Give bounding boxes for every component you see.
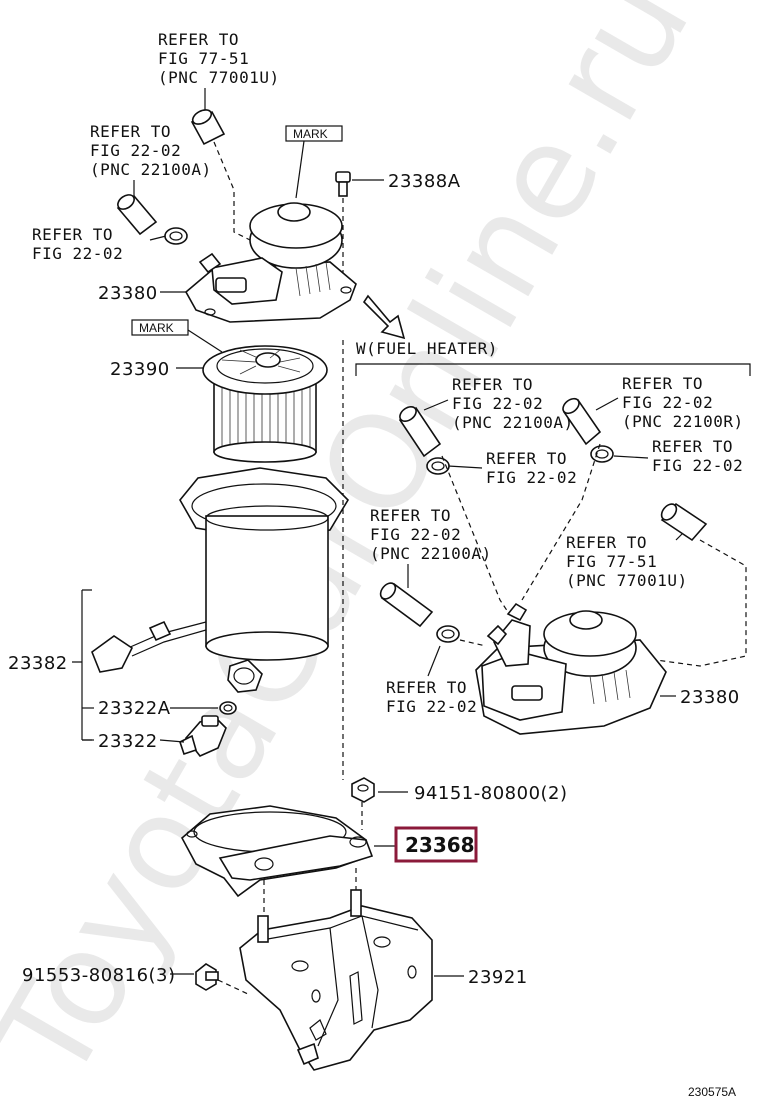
filter-head-23380-fuel-heater xyxy=(475,602,667,735)
leader-line xyxy=(187,329,223,353)
part-number-23368: 23368 xyxy=(405,833,475,857)
part-number-94151-80800[interactable]: 94151-80800(2) xyxy=(414,783,568,804)
svg-text:MARK: MARK xyxy=(139,321,174,335)
refer-note-1[interactable]: REFER TO FIG 77-51 (PNC 77001U) xyxy=(158,30,280,87)
part-number-23368-highlight[interactable]: 23368 xyxy=(394,826,478,863)
refer-note-5[interactable]: REFER TO FIG 22-02 (PNC 22100R) xyxy=(622,374,744,431)
refer-line: FIG 77-51 xyxy=(566,552,657,571)
refer-line: FIG 77-51 xyxy=(158,49,249,68)
part-number-23322A[interactable]: 23322A xyxy=(98,698,171,719)
refer-note-10[interactable]: REFER TO FIG 22-02 xyxy=(386,678,477,716)
mark-label-2: MARK xyxy=(131,319,189,336)
refer-line: FIG 22-02 xyxy=(652,456,743,475)
bracket-23368 xyxy=(180,805,374,898)
refer-line: (PNC 77001U) xyxy=(566,571,688,590)
refer-line: REFER TO xyxy=(452,375,533,394)
refer-line: (PNC 22100A) xyxy=(452,413,574,432)
filter-element-23390 xyxy=(202,345,328,463)
part-number-23380-fuel-heater[interactable]: 23380 xyxy=(680,687,740,708)
dashed-guide xyxy=(655,539,747,667)
refer-line: FIG 22-02 xyxy=(90,141,181,160)
refer-line: REFER TO xyxy=(486,449,567,468)
arrow-icon xyxy=(362,294,406,340)
refer-line: REFER TO xyxy=(566,533,647,552)
dashed-guide xyxy=(217,979,249,995)
part-number-23388A[interactable]: 23388A xyxy=(388,171,461,192)
refer-line: REFER TO xyxy=(90,122,171,141)
svg-text:MARK: MARK xyxy=(293,127,328,141)
refer-line: (PNC 77001U) xyxy=(158,68,280,87)
leader-line xyxy=(149,235,167,241)
part-number-23382[interactable]: 23382 xyxy=(8,653,68,674)
hose-segment xyxy=(398,406,442,458)
refer-line: FIG 22-02 xyxy=(486,468,577,487)
refer-note-8[interactable]: REFER TO FIG 22-02 (PNC 22100A) xyxy=(370,506,492,563)
nut-icon xyxy=(351,777,375,803)
hose-clamp-icon xyxy=(164,227,188,245)
bracket-line xyxy=(72,589,92,741)
mounting-bracket-23921 xyxy=(239,889,433,1071)
refer-note-4[interactable]: REFER TO FIG 22-02 (PNC 22100A) xyxy=(452,375,574,432)
leader-line xyxy=(613,455,649,459)
hose-clamp-icon xyxy=(436,625,460,643)
refer-line: (PNC 22100A) xyxy=(370,544,492,563)
refer-line: FIG 22-02 xyxy=(370,525,461,544)
hose-segment xyxy=(116,194,158,236)
leader-line xyxy=(159,739,185,743)
refer-line: FIG 22-02 xyxy=(622,393,713,412)
refer-line: FIG 22-02 xyxy=(32,244,123,263)
refer-note-7[interactable]: REFER TO FIG 22-02 xyxy=(652,437,743,475)
leader-line xyxy=(427,645,441,677)
o-ring-icon xyxy=(219,701,237,715)
hose-segment xyxy=(660,502,708,542)
refer-line: REFER TO xyxy=(158,30,239,49)
leader-line xyxy=(423,399,449,411)
hose-segment xyxy=(190,109,226,146)
part-number-91553-80816[interactable]: 91553-80816(3) xyxy=(22,965,176,986)
filter-head-23380 xyxy=(184,202,357,323)
bolt-icon xyxy=(195,963,219,991)
refer-line: (PNC 22100A) xyxy=(90,160,212,179)
variant-bracket xyxy=(355,363,751,376)
dashed-guide xyxy=(441,455,509,613)
hose-segment xyxy=(562,397,602,446)
leader-line xyxy=(295,140,305,199)
refer-note-3[interactable]: REFER TO FIG 22-02 xyxy=(32,225,123,263)
refer-line: FIG 22-02 xyxy=(386,697,477,716)
variant-label: W(FUEL HEATER) xyxy=(356,339,498,358)
refer-line: REFER TO xyxy=(622,374,703,393)
dashed-guide xyxy=(521,443,601,601)
dashed-guide xyxy=(213,141,251,241)
leader-line xyxy=(595,397,619,411)
hose-clamp-icon xyxy=(426,457,450,475)
hose-clamp-icon xyxy=(590,445,614,463)
hose-segment xyxy=(379,582,434,628)
part-number-23921[interactable]: 23921 xyxy=(468,967,528,988)
part-number-23380[interactable]: 23380 xyxy=(98,283,158,304)
refer-line: REFER TO xyxy=(386,678,467,697)
dashed-guide xyxy=(459,639,487,647)
sensor-icon xyxy=(179,715,227,757)
mark-label-1: MARK xyxy=(285,125,343,142)
refer-line: REFER TO xyxy=(652,437,733,456)
bolt-icon xyxy=(335,171,351,197)
refer-line: REFER TO xyxy=(370,506,451,525)
refer-line: FIG 22-02 xyxy=(452,394,543,413)
refer-note-6[interactable]: REFER TO FIG 22-02 xyxy=(486,449,577,487)
part-number-23322[interactable]: 23322 xyxy=(98,731,158,752)
filter-case-23382 xyxy=(91,467,350,693)
part-number-23390[interactable]: 23390 xyxy=(110,359,170,380)
refer-note-2[interactable]: REFER TO FIG 22-02 (PNC 22100A) xyxy=(90,122,212,179)
refer-note-9[interactable]: REFER TO FIG 77-51 (PNC 77001U) xyxy=(566,533,688,590)
figure-id: 230575A xyxy=(688,1085,736,1099)
refer-line: REFER TO xyxy=(32,225,113,244)
leader-line xyxy=(447,465,483,469)
refer-line: (PNC 22100R) xyxy=(622,412,744,431)
